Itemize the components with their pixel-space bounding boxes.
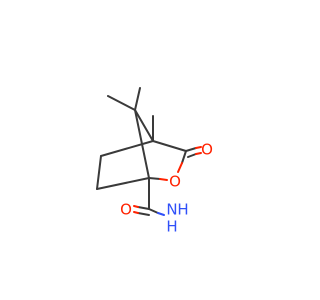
- ring-oxygen-label: O: [169, 173, 181, 191]
- amide-hydrogen-label-right: H: [177, 201, 188, 219]
- amide-nitrogen-label: N: [166, 201, 177, 219]
- bond-c4-c3: [152, 140, 187, 152]
- bond-amide-cn-b: [157, 212, 165, 216]
- bond-amide-co-a: [137, 206, 150, 210]
- bond-c3-ring-o-a: [181, 150, 187, 164]
- bond-amide-cn-a: [148, 208, 159, 214]
- molecule-structure: O O O N H H: [96, 87, 213, 236]
- bond-c1-ring-o-b: [159, 178, 168, 181]
- bond-amide-co-double-b: [133, 211, 139, 214]
- bond-c4-c5: [100, 140, 154, 157]
- bond-c1-ring-o-a: [148, 177, 161, 180]
- amide-oxygen-label: O: [120, 201, 132, 219]
- amide-hydrogen-label-bottom: H: [166, 218, 177, 236]
- bond-c3-carbonyl-double-b: [195, 152, 202, 155]
- molecule-canvas: O O O N H H: [96, 87, 213, 236]
- bond-c3-carbonyl-double-a: [187, 153, 197, 158]
- bond-bridge-methyl-left: [107, 95, 136, 111]
- bond-c3-carbonyl-a: [185, 147, 197, 152]
- bond-bridge-to-c4: [134, 109, 154, 142]
- bond-c5-c6: [96, 155, 102, 190]
- bond-amide-co-b: [133, 205, 139, 208]
- carbonyl-oxygen-label: O: [201, 141, 213, 159]
- bond-c3-ring-o-b: [177, 162, 183, 173]
- bond-amide-co-double-a: [137, 212, 150, 216]
- bond-c3-carbonyl-b: [195, 146, 202, 149]
- bond-c6-c1: [96, 177, 150, 190]
- bond-bridge-methyl-up: [134, 87, 141, 111]
